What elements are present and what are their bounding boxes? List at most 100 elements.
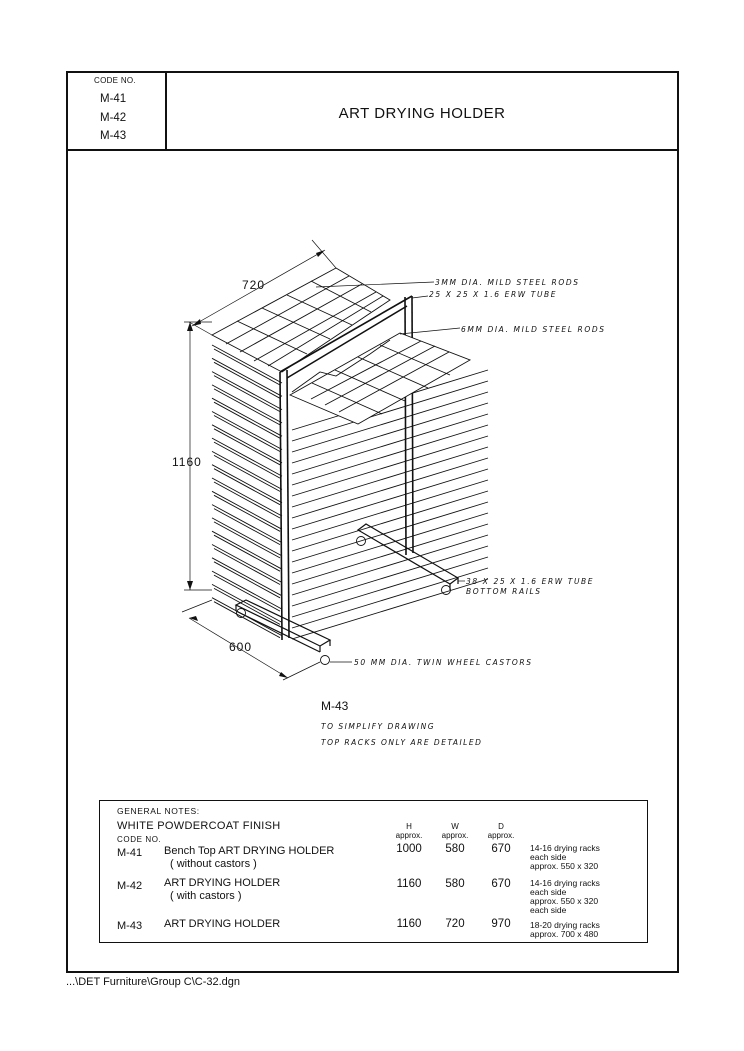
rack-line [291,435,489,497]
row-racks-line: approx. 550 x 320 [530,861,599,871]
rack-line [291,545,489,607]
rack-line [211,357,283,397]
rack-line [291,457,489,519]
code-box: CODE NO. M-41 M-42 M-43 [68,73,167,149]
row-racks-line: approx. 700 x 480 [530,929,599,939]
row-code: M-41 [117,847,143,859]
rack-line [213,388,281,426]
rack-line [291,512,489,574]
rack-line [211,530,283,570]
rack-line [213,455,281,492]
rack-line [213,601,281,639]
finish-note: WHITE POWDERCOAT FINISH [117,820,281,832]
rack-line [213,348,281,386]
left-rack-stack [211,344,283,639]
rack-line [211,584,283,623]
rack-line [211,557,283,597]
rack-line [291,534,489,596]
rack-line [213,468,281,506]
rack-line [211,411,283,450]
col-h-sub: approx. [395,831,423,840]
callout-rods-front: 6MM DIA. MILD STEEL RODS [461,325,606,334]
rack-line [211,464,283,504]
rack-line [211,490,283,530]
callout-bottom-rails: BOTTOM RAILS [466,587,542,596]
rack-line [291,391,489,453]
rack-line [213,508,281,545]
width-dimension: 720 [242,278,266,292]
col-w-letter: W [451,822,459,831]
bottom-rails [234,523,460,653]
row-d: 670 [491,843,511,855]
rack-line [291,380,489,442]
row-racks-line: approx. 550 x 320 [530,896,599,906]
rack-line [211,504,283,543]
row-name: ART DRYING HOLDER [164,877,281,889]
callout-rods-top: 3MM DIA. MILD STEEL RODS [435,278,580,287]
rack-line [291,567,489,629]
rack-line [211,397,283,437]
row-racks-line: each side [530,852,567,862]
code-item: M-41 [100,93,127,105]
castors [236,536,451,665]
general-notes-table: GENERAL NOTES: WHITE POWDERCOAT FINISH C… [99,800,648,943]
row-sub: ( with castors ) [170,890,242,902]
rack-line [291,556,489,618]
rack-line [213,401,281,439]
top-rack-back [211,267,391,373]
rack-line [213,588,281,625]
rack-line [211,451,283,490]
rack-line [291,402,489,464]
code-item: M-43 [100,130,127,142]
callout-castors: 50 MM DIA. TWIN WHEEL CASTORS [354,658,533,667]
rack-line [213,415,281,452]
row-racks-line: 14-16 drying racks [530,878,600,888]
rack-line [213,521,281,559]
rack-line [213,481,281,519]
rack-line [291,501,489,563]
rack-line [213,534,281,572]
row-racks-line: each side [530,905,567,915]
rack-line [291,479,489,541]
rack-line [213,561,281,599]
rack-line [213,361,281,399]
top-rack-front [288,332,472,425]
row-h: 1160 [396,878,422,890]
rack-line [213,428,281,466]
drawing-sheet: CODE NO. M-41 M-42 M-43 ART DRYING HOLDE… [66,71,679,973]
row-code: M-43 [117,920,143,932]
page-title: ART DRYING HOLDER [338,105,506,122]
row-h: 1000 [396,843,422,855]
row-w: 720 [445,918,465,930]
rack-line [213,548,281,585]
file-path: ...\DET Furniture\Group C\C-32.dgn [66,976,241,988]
rack-line [211,371,283,410]
row-sub: ( without castors ) [170,858,257,870]
drawing-note-2: TOP RACKS ONLY ARE DETAILED [321,738,483,747]
rack-line [211,544,283,583]
rack-line [211,384,283,424]
rack-line [291,523,489,585]
general-notes-label: GENERAL NOTES: [117,806,200,816]
rack-line [213,494,281,532]
rack-line [291,468,489,530]
dimension-lines [181,239,465,681]
rack-line [291,446,489,508]
row-d: 970 [491,918,511,930]
row-h: 1160 [396,918,422,930]
row-code: M-42 [117,880,143,892]
rack-line [213,441,281,479]
row-d: 670 [491,878,511,890]
rack-line [211,477,283,517]
code-no-header: CODE NO. [117,835,162,844]
col-d-sub: approx. [487,831,515,840]
row-name: Bench Top ART DRYING HOLDER [164,845,335,857]
model-label: M-43 [321,699,349,713]
row-racks-line: 18-20 drying racks [530,920,600,930]
height-dimension: 1160 [172,455,202,469]
rack-line [211,344,283,384]
callout-rails-tube: 38 X 25 X 1.6 ERW TUBE [466,577,595,586]
row-w: 580 [445,843,465,855]
right-rack-stack [291,369,489,640]
